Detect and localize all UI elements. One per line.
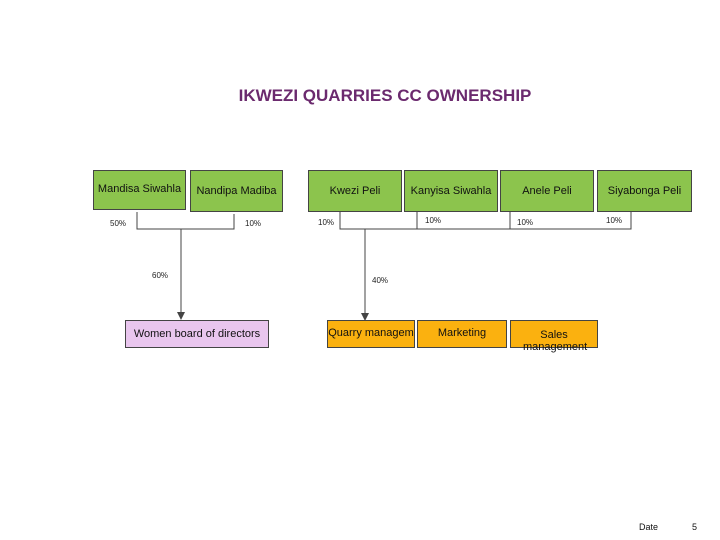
sales-management-box[interactable]: Sales management — [510, 320, 598, 353]
owner-box-kanyisa-siwahla[interactable]: Kanyisa Siwahla — [404, 170, 498, 212]
owner-name: Nandipa Madiba — [196, 185, 277, 197]
marketing-label: Marketing — [437, 327, 487, 339]
owner-box-mandisa-siwahla[interactable]: Mandisa Siwahla — [93, 170, 186, 210]
owner-name: Kanyisa Siwahla — [410, 185, 492, 197]
quarry-management-label: Quarry managem — [328, 327, 414, 339]
share-kanyisa: 10% — [425, 216, 442, 225]
marketing-box[interactable]: Marketing — [417, 320, 507, 348]
arrowhead-quarry — [361, 313, 369, 321]
arrowhead-board — [177, 312, 185, 320]
owner-name: Mandisa Siwahla — [97, 183, 182, 195]
footer-page-number: 5 — [692, 522, 698, 532]
owner-box-siyabonga-peli[interactable]: Siyabonga Peli — [597, 170, 692, 212]
women-board-label: Women board of directors — [133, 328, 261, 340]
group-total-right: 40% — [372, 276, 389, 285]
owner-box-anele-peli[interactable]: Anele Peli — [500, 170, 594, 212]
owner-name: Siyabonga Peli — [607, 185, 682, 197]
footer-date: Date — [639, 522, 659, 532]
share-mandisa: 50% — [110, 219, 127, 228]
share-nandipa: 10% — [245, 219, 262, 228]
connector-right-bracket — [339, 212, 632, 230]
connector-left-bracket — [136, 212, 235, 230]
owner-box-nandipa-madiba[interactable]: Nandipa Madiba — [190, 170, 283, 212]
women-board-box[interactable]: Women board of directors — [125, 320, 269, 348]
owner-name: Kwezi Peli — [329, 185, 381, 197]
quarry-management-box[interactable]: Quarry managem — [327, 320, 415, 348]
owner-box-kwezi-peli[interactable]: Kwezi Peli — [308, 170, 402, 212]
page-title: IKWEZI QUARRIES CC OWNERSHIP — [238, 86, 532, 105]
share-anele: 10% — [517, 218, 534, 227]
share-kwezi: 10% — [318, 218, 335, 227]
share-siyabonga: 10% — [606, 216, 623, 225]
group-total-left: 60% — [152, 271, 169, 280]
sales-management-label: Sales management — [523, 329, 588, 353]
owner-name: Anele Peli — [522, 185, 572, 197]
